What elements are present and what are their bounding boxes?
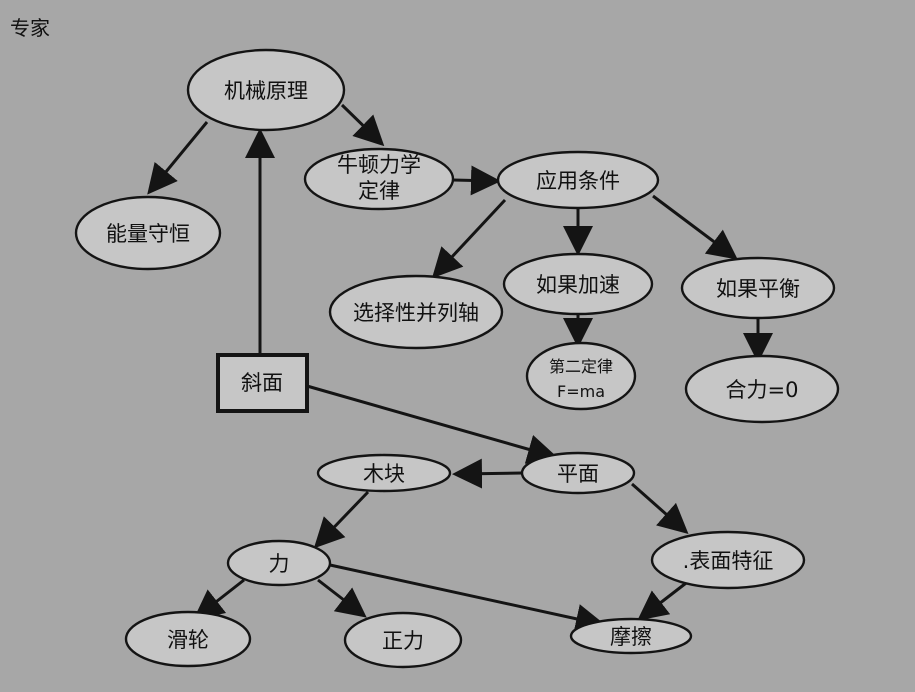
node-li-label: 力 bbox=[269, 552, 290, 576]
node-jixie-shape bbox=[186, 48, 346, 132]
node-zhengli-label: 正力 bbox=[382, 629, 424, 653]
node-hualun-shape bbox=[124, 610, 252, 668]
node-mukuai: 木块 bbox=[316, 453, 452, 493]
node-yingyong: 应用条件 bbox=[496, 150, 660, 210]
node-heli-label: 合力=0 bbox=[726, 378, 799, 402]
node-pingheng-label: 如果平衡 bbox=[716, 277, 800, 301]
node-hualun: 滑轮 bbox=[124, 610, 252, 668]
edge-niudun-yingyong bbox=[452, 165, 501, 196]
node-niudun: 牛顿力学 定律 bbox=[303, 147, 455, 211]
corner-label: 专家 bbox=[10, 16, 50, 40]
edge-mukuai-li bbox=[313, 490, 370, 549]
node-pingheng-shape bbox=[680, 256, 836, 320]
node-niudun-label-2: 定律 bbox=[358, 179, 400, 203]
node-jiasu-shape bbox=[502, 252, 654, 316]
node-xuanze: 选择性并列轴 bbox=[328, 274, 504, 350]
node-yingyong-shape bbox=[496, 150, 660, 210]
node-xiemian-label: 斜面 bbox=[241, 371, 283, 395]
node-pingmian-label: 平面 bbox=[557, 462, 599, 486]
node-moca-shape bbox=[569, 617, 693, 655]
node-li-shape bbox=[226, 539, 332, 587]
edge-biaomian-moca bbox=[637, 578, 691, 621]
node-jixie-label: 机械原理 bbox=[224, 79, 308, 103]
node-biaomian: .表面特征 bbox=[650, 530, 806, 590]
node-jiasu: 如果加速 bbox=[502, 252, 654, 316]
node-pingheng: 如果平衡 bbox=[680, 256, 836, 320]
node-xiemian-shape bbox=[216, 353, 309, 413]
node-niudun-label-1: 牛顿力学 bbox=[337, 153, 421, 177]
node-moca: 摩擦 bbox=[569, 617, 693, 655]
edge-li-zhengli bbox=[317, 578, 367, 618]
node-hualun-label: 滑轮 bbox=[167, 628, 209, 652]
edge-xiemian-pingmian bbox=[306, 384, 558, 464]
node-biaomian-label: .表面特征 bbox=[683, 549, 774, 573]
edge-jixie-niudun bbox=[340, 103, 385, 147]
node-zhengli: 正力 bbox=[343, 611, 463, 669]
node-niudun-shape bbox=[303, 147, 455, 211]
node-heli: 合力=0 bbox=[684, 354, 840, 424]
node-xuanze-label: 选择性并列轴 bbox=[353, 301, 479, 325]
node-nengliang: 能量守恒 bbox=[74, 195, 222, 271]
node-jixie: 机械原理 bbox=[186, 48, 346, 132]
node-jiasu-label: 如果加速 bbox=[536, 273, 620, 297]
nodes: 机械原理 牛顿力学 定律 能量守恒 应用条件 选择性并列轴 如果 bbox=[74, 48, 840, 669]
node-nengliang-label: 能量守恒 bbox=[106, 222, 190, 246]
node-mukuai-shape bbox=[316, 453, 452, 493]
edge-jixie-nengliang bbox=[147, 121, 209, 195]
node-dier-shape bbox=[525, 341, 637, 411]
edge-yingyong-pingheng bbox=[652, 194, 738, 260]
node-yingyong-label: 应用条件 bbox=[536, 169, 620, 193]
node-mukuai-label: 木块 bbox=[363, 462, 405, 486]
edge-li-moca bbox=[329, 563, 606, 634]
edges bbox=[147, 103, 773, 634]
node-dier-label-1: 第二定律 bbox=[549, 357, 613, 376]
node-heli-shape bbox=[684, 354, 840, 424]
node-dier-label-2: F=ma bbox=[557, 382, 605, 401]
node-pingmian: 平面 bbox=[520, 451, 636, 495]
node-biaomian-shape bbox=[650, 530, 806, 590]
edge-yingyong-xuanze bbox=[431, 198, 507, 279]
edge-li-hualun bbox=[193, 578, 245, 620]
node-nengliang-shape bbox=[74, 195, 222, 271]
edge-pingmian-mukuai bbox=[452, 458, 523, 489]
node-dier: 第二定律 F=ma bbox=[525, 341, 637, 411]
node-pingmian-shape bbox=[520, 451, 636, 495]
node-li: 力 bbox=[226, 539, 332, 587]
edge-pingmian-biaomian bbox=[631, 482, 689, 534]
node-xiemian: 斜面 bbox=[216, 353, 309, 413]
node-xuanze-shape bbox=[328, 274, 504, 350]
node-zhengli-shape bbox=[343, 611, 463, 669]
node-moca-label: 摩擦 bbox=[610, 625, 652, 649]
